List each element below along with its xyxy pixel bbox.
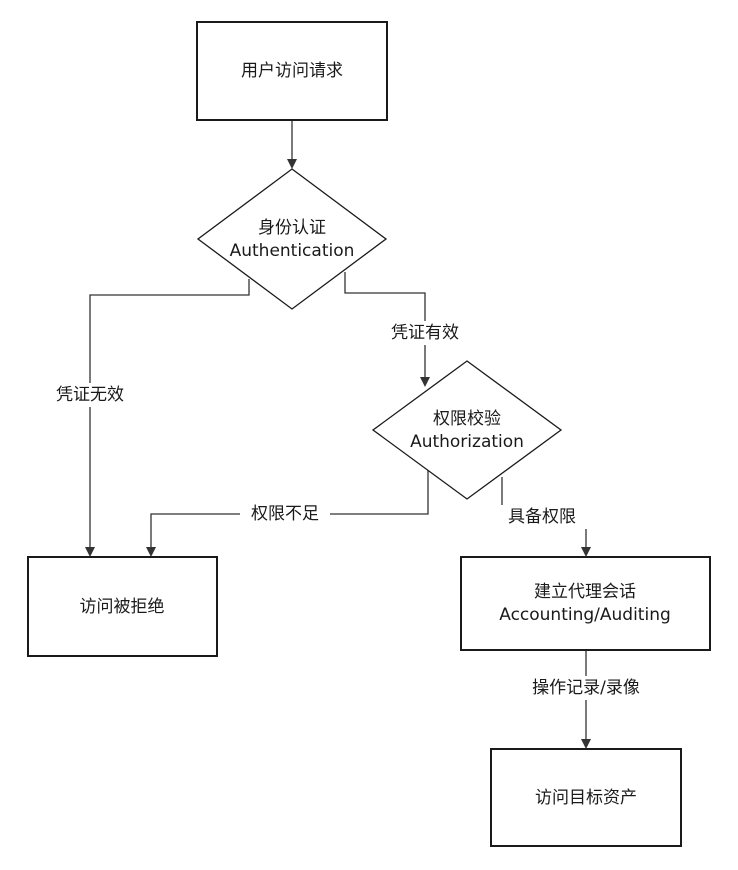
authorization-title-en: Authorization xyxy=(410,432,524,452)
edge-label-insufficient-permission: 权限不足 xyxy=(240,502,330,526)
node-proxy-session: 建立代理会话 Accounting/Auditing xyxy=(460,556,711,651)
target-asset-text: 访问目标资产 xyxy=(535,788,637,808)
node-authentication: 身份认证 Authentication xyxy=(196,168,388,310)
proxy-session-title-cn: 建立代理会话 xyxy=(534,582,636,602)
edge-label-credential-valid: 凭证有效 xyxy=(380,321,470,345)
credential-valid-label: 凭证有效 xyxy=(391,323,459,343)
authentication-title-cn: 身份认证 xyxy=(258,218,326,238)
edge-request-to-authentication xyxy=(287,120,297,169)
node-access-denied: 访问被拒绝 xyxy=(27,556,218,657)
operation-recording-label: 操作记录/录像 xyxy=(532,678,640,698)
insufficient-permission-label: 权限不足 xyxy=(251,504,319,524)
proxy-session-title-en: Accounting/Auditing xyxy=(499,605,671,625)
credential-invalid-label: 凭证无效 xyxy=(56,385,124,405)
edge-label-operation-recording: 操作记录/录像 xyxy=(514,676,658,700)
authentication-title-en: Authentication xyxy=(230,241,355,261)
edge-label-credential-invalid: 凭证无效 xyxy=(46,383,136,407)
node-user-access-request: 用户访问请求 xyxy=(196,21,388,121)
edge-label-has-permission: 具备权限 xyxy=(497,505,587,529)
user-access-request-text: 用户访问请求 xyxy=(241,61,343,81)
node-authorization: 权限校验 Authorization xyxy=(371,360,563,500)
edge-authentication-to-denied xyxy=(85,279,250,557)
authorization-title-cn: 权限校验 xyxy=(433,409,501,429)
has-permission-label: 具备权限 xyxy=(508,507,576,527)
access-denied-text: 访问被拒绝 xyxy=(80,597,165,617)
node-target-asset: 访问目标资产 xyxy=(490,748,682,847)
